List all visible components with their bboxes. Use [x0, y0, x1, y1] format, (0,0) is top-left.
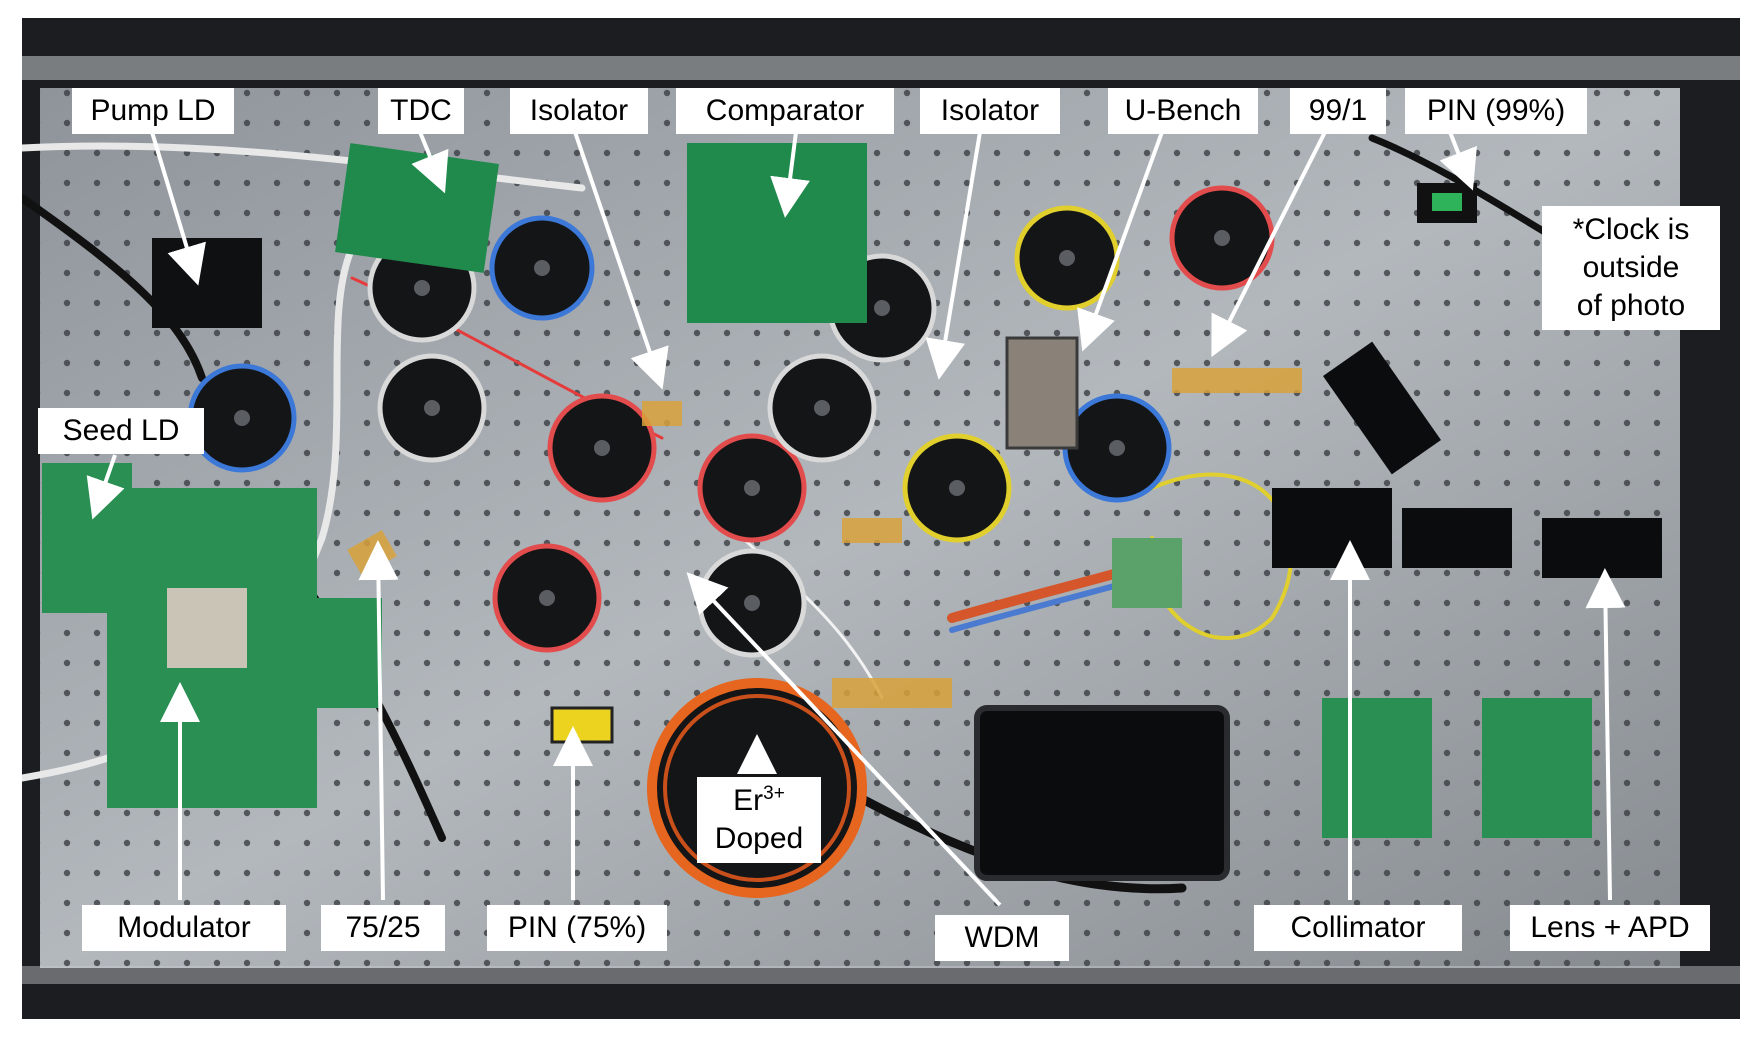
label-modulator: Modulator: [82, 905, 286, 951]
label-clock-note: *Clock is outside of photo: [1542, 206, 1720, 330]
label-seed-ld: Seed LD: [38, 408, 204, 454]
label-tdc: TDC: [378, 88, 464, 134]
label-isolator-left: Isolator: [510, 88, 648, 134]
label-er-doped: Er3+ Doped: [697, 777, 821, 863]
label-u-bench: U-Bench: [1108, 88, 1258, 134]
label-lens-apd: Lens + APD: [1510, 905, 1710, 951]
optical-bench-photo: [22, 18, 1740, 1019]
er-doped-line: Doped: [714, 822, 804, 855]
label-isolator-right: Isolator: [920, 88, 1060, 134]
clock-note-line-3: of photo: [1576, 289, 1686, 322]
label-pin-75: PIN (75%): [487, 905, 667, 951]
label-split-75-25: 75/25: [321, 905, 445, 951]
label-collimator: Collimator: [1254, 905, 1462, 951]
display-screen: [974, 705, 1230, 881]
label-pin-99: PIN (99%): [1405, 88, 1587, 134]
label-comparator: Comparator: [676, 88, 894, 134]
label-pump-ld: Pump LD: [72, 88, 234, 134]
label-wdm: WDM: [935, 915, 1069, 961]
clock-note-line-2: outside: [1582, 251, 1680, 284]
er-superscript: 3+: [763, 783, 785, 804]
circuit-boards: [42, 143, 1592, 838]
er-line: Er3+: [709, 782, 809, 820]
u-bench-block: [1005, 336, 1079, 450]
er-base: Er: [733, 784, 764, 817]
label-split-99-1: 99/1: [1290, 88, 1386, 134]
clock-note-line-1: *Clock is: [1572, 213, 1690, 246]
